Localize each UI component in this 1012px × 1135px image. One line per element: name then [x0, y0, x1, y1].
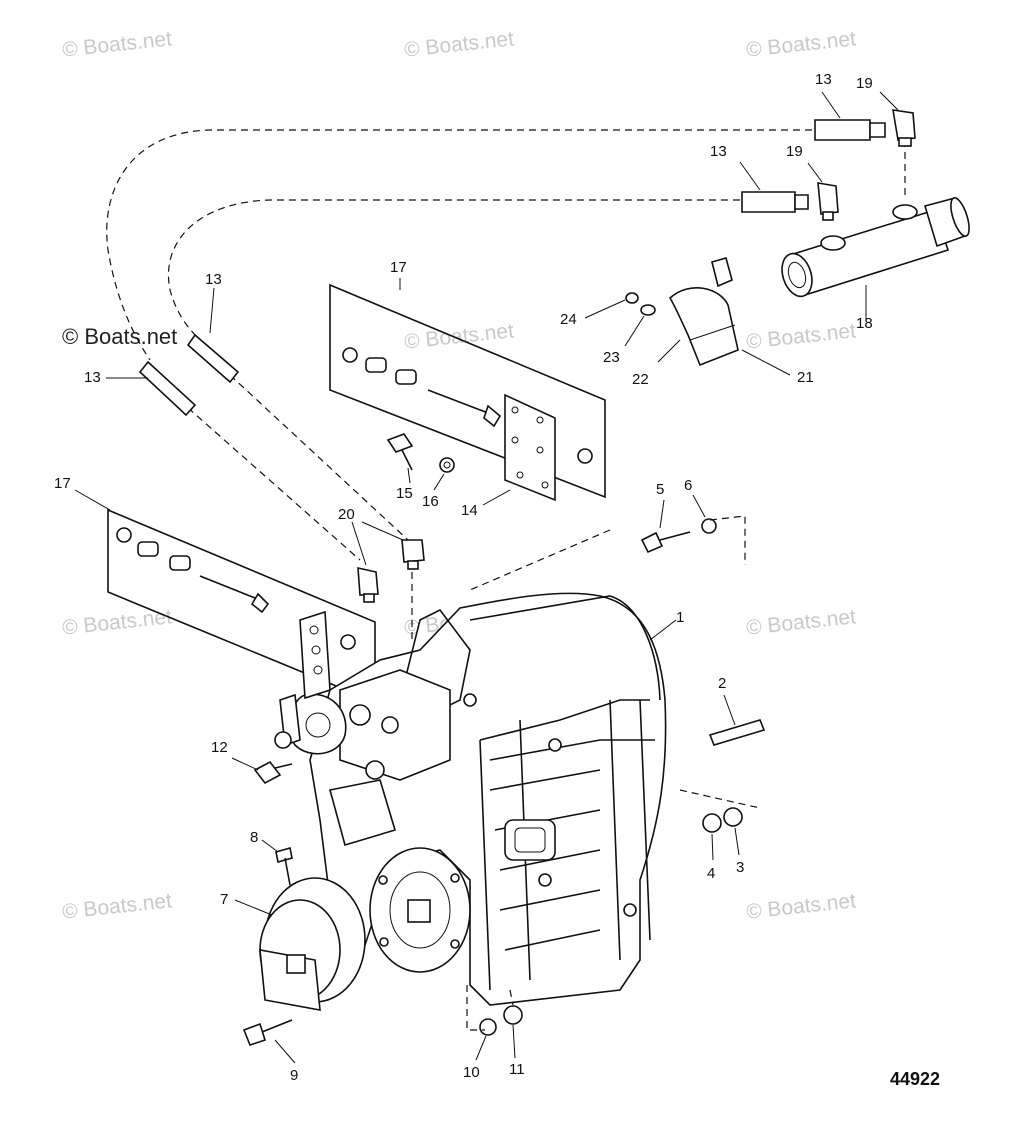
part-18-cylinder [781, 197, 970, 320]
callout-10: 10 [463, 1064, 480, 1081]
callout-23: 23 [603, 349, 620, 366]
callout-2: 2 [718, 675, 727, 692]
part-20-elbow-fittings [351, 521, 425, 603]
callout-9: 9 [290, 1067, 299, 1084]
callout-13: 13 [815, 71, 832, 88]
callout-24: 24 [560, 311, 577, 328]
callout-14: 14 [461, 502, 478, 519]
callout-19: 19 [786, 143, 803, 160]
callout-20: 20 [338, 506, 355, 523]
part-17-mount-kit-lower [74, 489, 376, 704]
callout-22: 22 [632, 371, 649, 388]
callout-1: 1 [676, 609, 685, 626]
callout-18: 18 [856, 315, 873, 332]
callout-12: 12 [211, 739, 228, 756]
parts-15-16-bolt-washer [386, 433, 511, 506]
callout-13: 13 [205, 271, 222, 288]
part-19-elbow-fittings [807, 91, 916, 221]
part-13-hose-fittings [106, 91, 886, 417]
parts-5-6-bolt-washer [469, 494, 746, 591]
callout-6: 6 [684, 477, 693, 494]
callout-19: 19 [856, 75, 873, 92]
callout-21: 21 [797, 369, 814, 386]
diagram-id: 44922 [890, 1069, 941, 1089]
valve-block [231, 610, 451, 847]
callout-8: 8 [250, 829, 259, 846]
callout-11: 11 [509, 1061, 525, 1078]
callout-13: 13 [710, 143, 727, 160]
callout-5: 5 [656, 481, 665, 498]
callout-17: 17 [54, 475, 71, 492]
part-17-mount-kit-upper [329, 278, 606, 502]
parts-8-9-bolts [242, 839, 296, 1064]
parts-10-11-washer-nut [466, 985, 523, 1061]
parts-21-24-clamp-set [584, 257, 791, 376]
callout-17: 17 [390, 259, 407, 276]
callout-4: 4 [707, 865, 716, 882]
callout-13: 13 [84, 369, 101, 386]
callout-7: 7 [220, 891, 229, 908]
callout-16: 16 [422, 493, 439, 510]
callout-15: 15 [396, 485, 413, 502]
watermark-emphasized: © Boats.net [62, 324, 178, 349]
callout-3: 3 [736, 859, 745, 876]
output-flange [369, 847, 471, 973]
part-7-coupling [234, 877, 366, 1011]
